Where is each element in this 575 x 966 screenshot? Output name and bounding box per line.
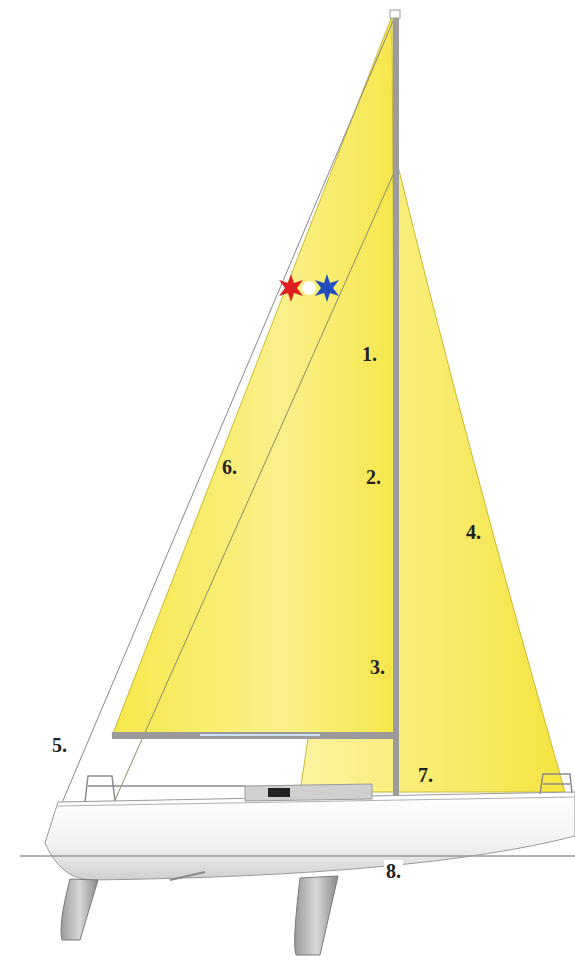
callout-number: 2. bbox=[364, 466, 383, 488]
sail-logo bbox=[279, 274, 339, 302]
callout-number: 1. bbox=[360, 343, 379, 365]
backstay bbox=[45, 14, 396, 843]
log-fin bbox=[170, 872, 205, 880]
main-sail bbox=[112, 16, 396, 736]
cabin bbox=[245, 784, 372, 801]
rudder bbox=[61, 879, 98, 940]
mast bbox=[393, 14, 399, 796]
masthead bbox=[390, 10, 400, 18]
callout-number: 8. bbox=[384, 860, 403, 882]
waterline bbox=[20, 855, 575, 857]
cabin-window bbox=[268, 788, 290, 797]
callout-number: 7. bbox=[416, 764, 435, 786]
callout-number: 3. bbox=[368, 656, 387, 678]
callout-number: 4. bbox=[464, 521, 483, 543]
keel bbox=[295, 876, 338, 955]
sheet-line bbox=[115, 175, 393, 800]
boom bbox=[112, 732, 396, 739]
hull bbox=[45, 792, 575, 880]
stern-rail bbox=[85, 776, 245, 802]
callout-number: 6. bbox=[220, 456, 239, 478]
boom-highlight bbox=[200, 734, 320, 736]
callout-number: 5. bbox=[50, 734, 69, 756]
bow-pulpit bbox=[540, 774, 572, 794]
